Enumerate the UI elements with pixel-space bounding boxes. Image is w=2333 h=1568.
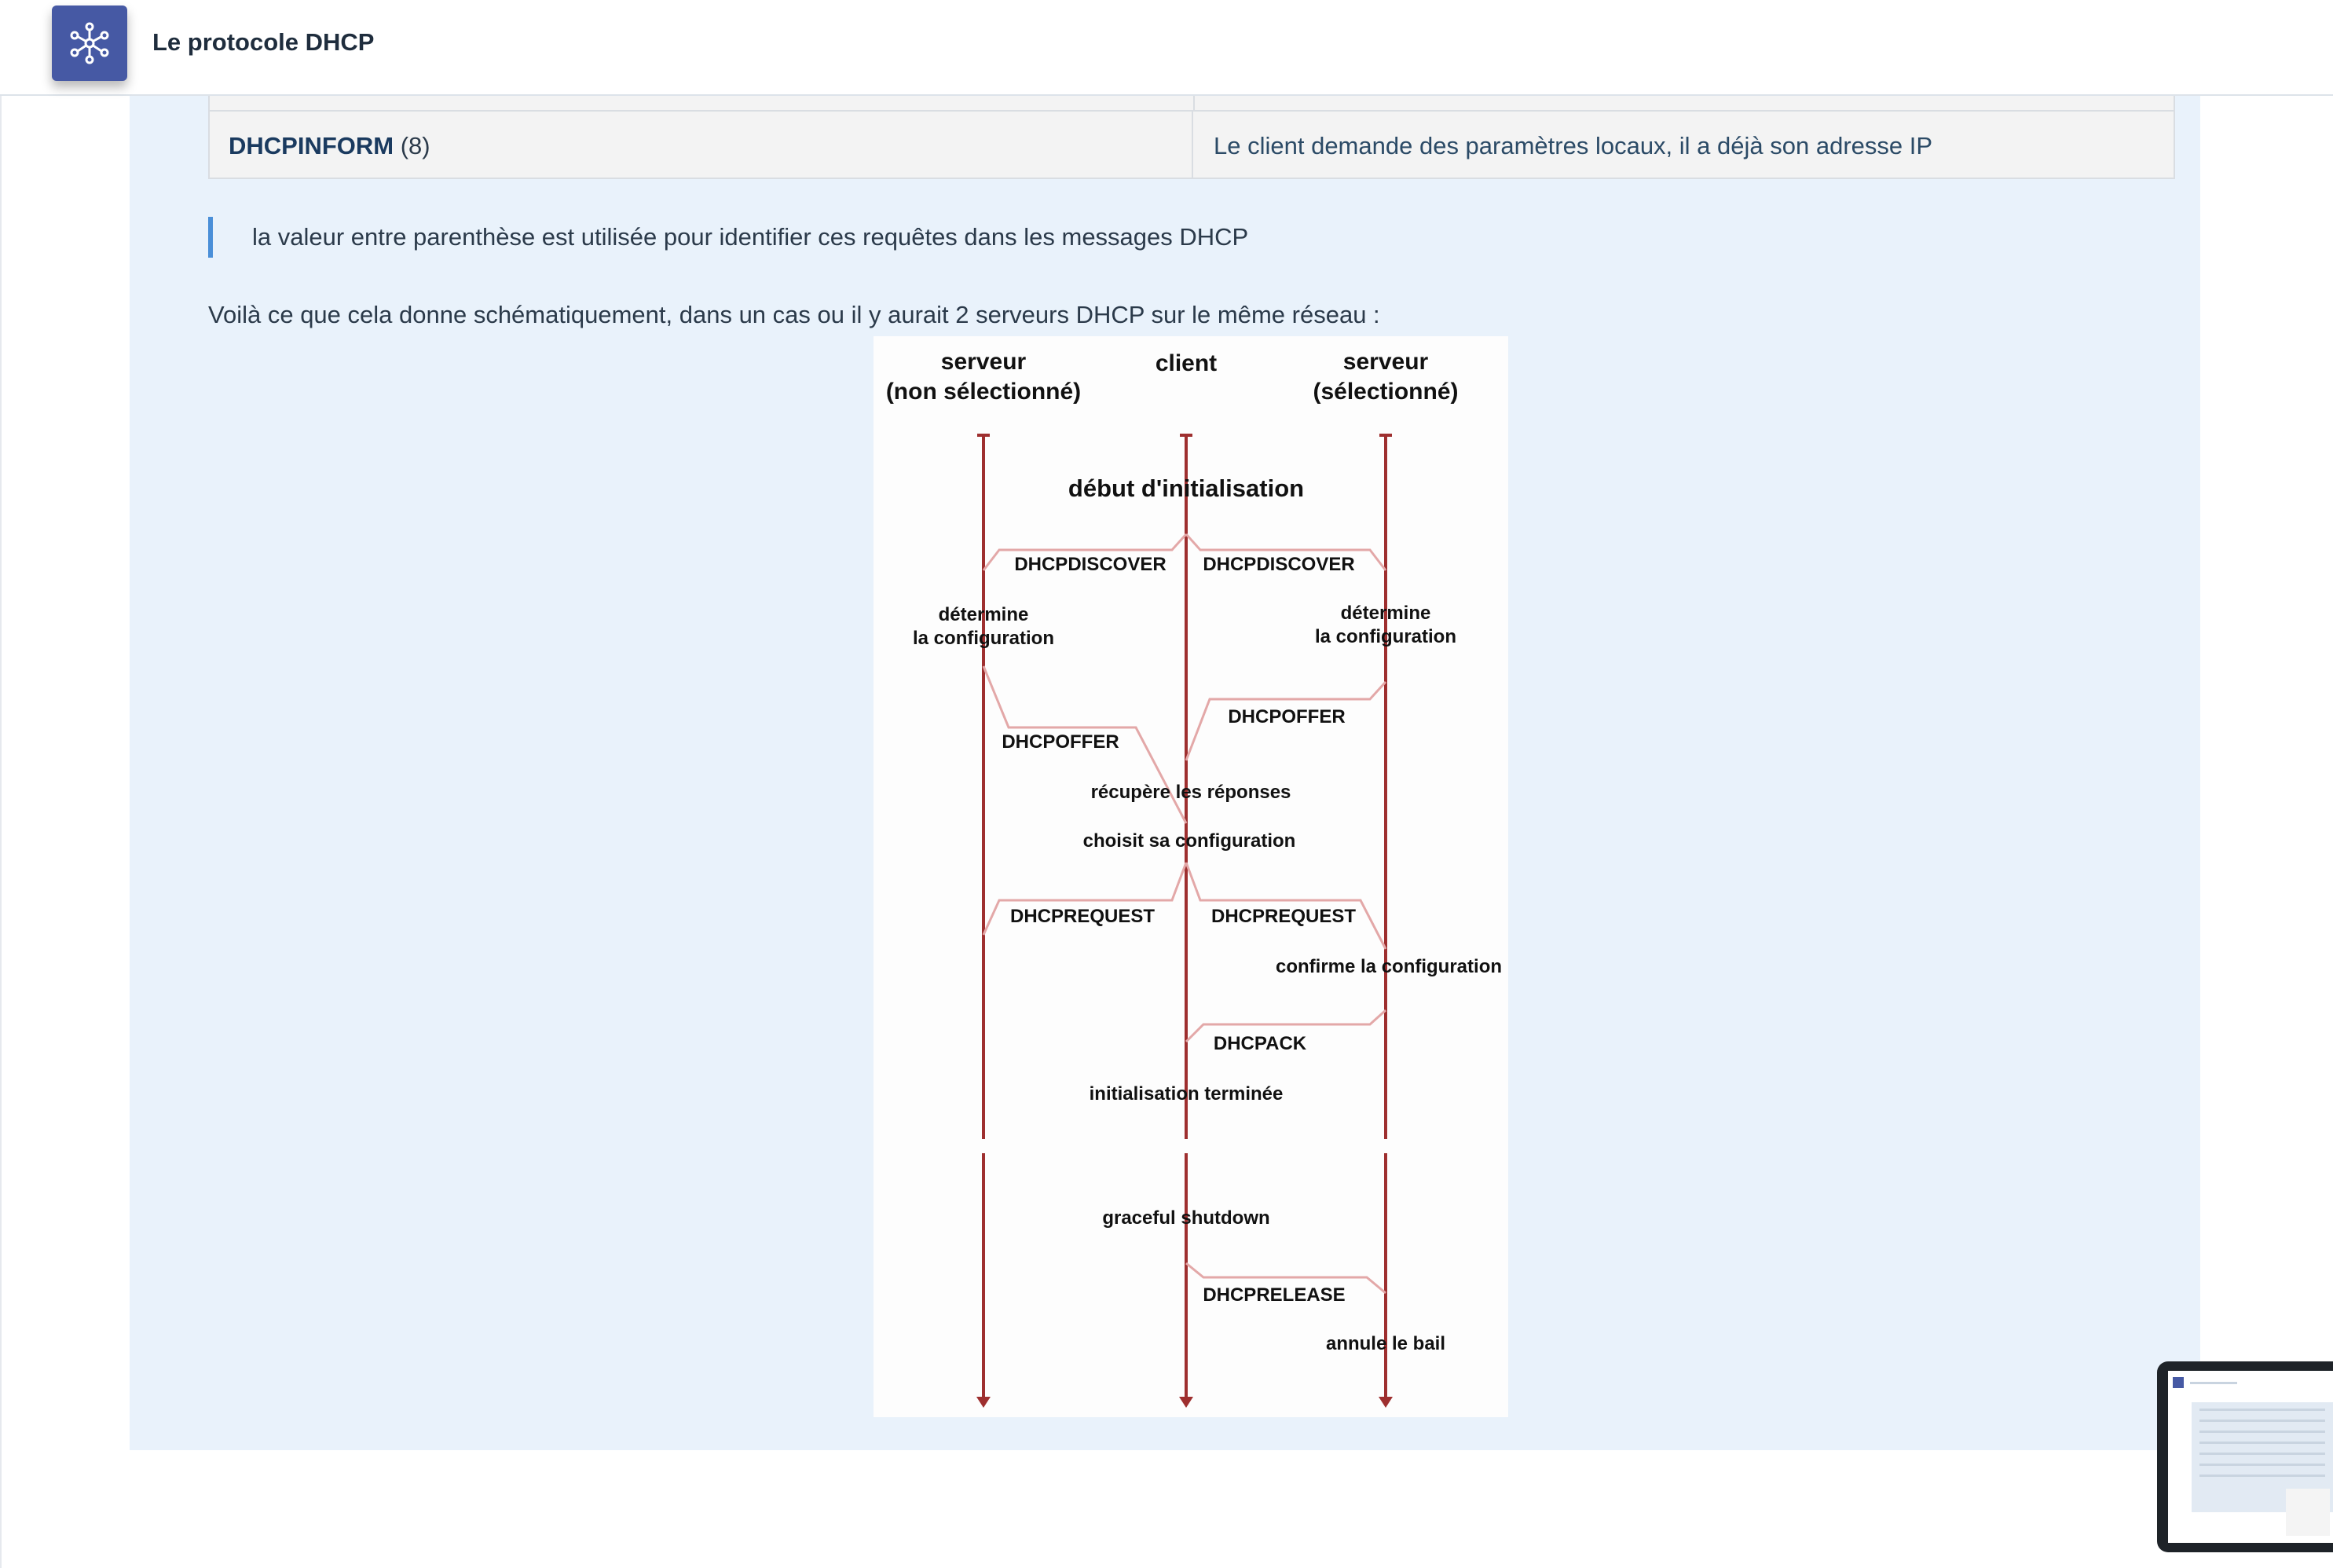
label-choose: choisit sa configuration bbox=[1083, 830, 1296, 852]
label-determine-right-1: détermine bbox=[1341, 603, 1431, 624]
network-nodes-glyph bbox=[70, 22, 109, 64]
label-shutdown: graceful shutdown bbox=[1102, 1207, 1269, 1229]
intro-paragraph: Voilà ce que cela donne schématiquement,… bbox=[208, 301, 1380, 328]
label-init-done: initialisation terminée bbox=[1090, 1083, 1284, 1105]
request-code: (8) bbox=[400, 132, 430, 159]
column-header-left-2: (non sélectionné) bbox=[886, 379, 1081, 405]
thumbnail-line bbox=[2199, 1464, 2325, 1466]
thumbnail-line bbox=[2199, 1475, 2325, 1477]
column-header-center: client bbox=[1156, 350, 1217, 376]
note-text: la valeur entre parenthèse est utilisée … bbox=[252, 223, 1249, 251]
dhcp-sequence-svg: serveur (non sélectionné) client serveur… bbox=[886, 349, 1502, 1408]
request-name-cell: DHCPINFORM (8) bbox=[229, 132, 430, 160]
thumbnail-line bbox=[2199, 1442, 2325, 1444]
label-cancel: annule le bail bbox=[1326, 1333, 1445, 1354]
label-determine-left-1: détermine bbox=[939, 604, 1029, 625]
thumbnail-line bbox=[2173, 1377, 2184, 1388]
column-header-right-1: serveur bbox=[1343, 349, 1429, 375]
table-column-divider bbox=[1193, 94, 1195, 110]
table-row-previous bbox=[208, 94, 2175, 110]
thumbnail-line bbox=[2199, 1453, 2325, 1455]
label-collect: récupère les réponses bbox=[1091, 782, 1291, 803]
note-blockquote: la valeur entre parenthèse est utilisée … bbox=[208, 217, 1465, 258]
label-confirm: confirme la configuration bbox=[1276, 956, 1502, 977]
page-thumbnail-preview[interactable] bbox=[2157, 1361, 2333, 1552]
table-row: DHCPINFORM (8) Le client demande des par… bbox=[208, 110, 2175, 179]
thumbnail-line bbox=[2286, 1489, 2330, 1536]
label-release: DHCPRELEASE bbox=[1203, 1284, 1345, 1306]
label-offer-left: DHCPOFFER bbox=[1002, 731, 1119, 753]
top-bar: Le protocole DHCP bbox=[0, 0, 2333, 96]
lifelines bbox=[982, 435, 1387, 1400]
label-offer-right: DHCPOFFER bbox=[1228, 706, 1345, 727]
thumbnail-line bbox=[2190, 1382, 2237, 1384]
label-request-left: DHCPREQUEST bbox=[1010, 906, 1155, 927]
thumbnail-line bbox=[2199, 1409, 2325, 1411]
dhcp-sequence-diagram: serveur (non sélectionné) client serveur… bbox=[874, 336, 1508, 1417]
label-determine-right-2: la configuration bbox=[1315, 626, 1456, 647]
label-discover-left: DHCPDISCOVER bbox=[1014, 554, 1166, 575]
column-header-left-1: serveur bbox=[941, 349, 1027, 375]
label-request-right: DHCPREQUEST bbox=[1211, 906, 1356, 927]
network-nodes-icon[interactable] bbox=[52, 5, 127, 81]
request-description: Le client demande des paramètres locaux,… bbox=[1214, 132, 1933, 159]
thumbnail-line bbox=[2199, 1431, 2325, 1433]
thumbnail-screen bbox=[2168, 1371, 2333, 1543]
thumbnail-line bbox=[2199, 1420, 2325, 1422]
page-left-edge bbox=[0, 94, 2, 1568]
message-paths bbox=[982, 533, 1387, 1295]
label-determine-left-2: la configuration bbox=[913, 628, 1054, 649]
label-ack: DHCPACK bbox=[1214, 1033, 1307, 1054]
label-discover-right: DHCPDISCOVER bbox=[1203, 554, 1354, 575]
table-column-divider bbox=[1192, 112, 1193, 178]
page-title: Le protocole DHCP bbox=[152, 28, 375, 56]
column-header-right-2: (sélectionné) bbox=[1313, 379, 1458, 405]
lifeline-ends bbox=[976, 434, 1393, 1408]
request-name: DHCPINFORM bbox=[229, 132, 394, 159]
label-start: début d'initialisation bbox=[1068, 474, 1304, 502]
